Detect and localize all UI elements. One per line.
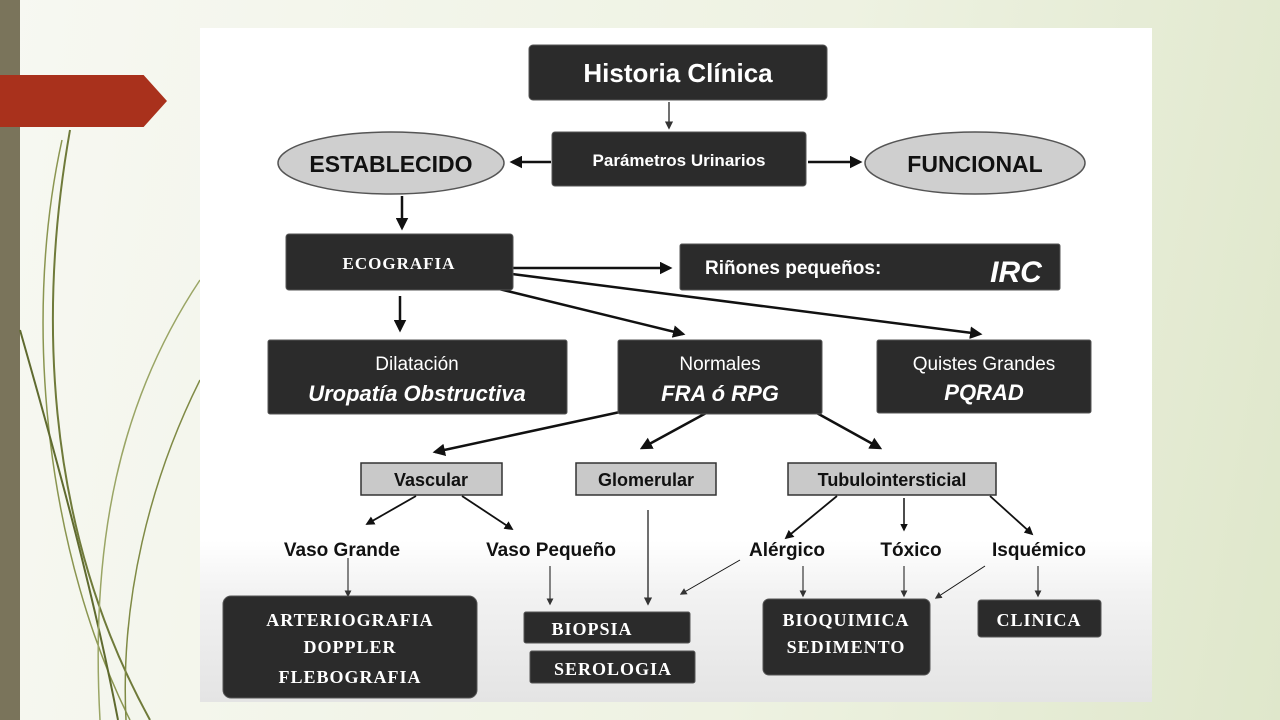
- node-historia-clinica: Historia Clínica: [528, 44, 828, 101]
- svg-text:Parámetros Urinarios: Parámetros Urinarios: [593, 151, 766, 170]
- node-bioquimica-sedimento: BIOQUIMICA SEDIMENTO: [762, 598, 931, 676]
- svg-text:FLEBOGRAFIA: FLEBOGRAFIA: [278, 667, 421, 687]
- node-glomerular: Glomerular: [575, 462, 717, 496]
- svg-text:Riñones pequeños:: Riñones pequeños:: [705, 258, 881, 279]
- svg-text:PQRAD: PQRAD: [944, 380, 1024, 405]
- label-toxico: Tóxico: [880, 540, 941, 561]
- node-tubulointersticial: Tubulointersticial: [787, 462, 997, 496]
- node-vascular: Vascular: [360, 462, 503, 496]
- label-vaso-pequeno: Vaso Pequeño: [486, 540, 616, 561]
- node-clinica: CLINICA: [977, 599, 1102, 638]
- svg-text:IRC: IRC: [990, 256, 1043, 289]
- svg-text:BIOPSIA: BIOPSIA: [551, 619, 632, 639]
- node-biopsia: BIOPSIA: [523, 611, 691, 644]
- svg-text:FRA ó RPG: FRA ó RPG: [661, 381, 779, 406]
- svg-text:ARTERIOGRAFIA: ARTERIOGRAFIA: [266, 610, 433, 630]
- label-vaso-grande: Vaso Grande: [284, 540, 400, 561]
- flowchart: Historia Clínica Parámetros Urinarios ES…: [222, 44, 1102, 699]
- node-ecografia: ECOGRAFIA: [285, 233, 514, 291]
- svg-text:Quistes Grandes: Quistes Grandes: [913, 354, 1056, 375]
- svg-text:FUNCIONAL: FUNCIONAL: [907, 151, 1042, 177]
- node-funcional: FUNCIONAL: [864, 131, 1086, 195]
- title-tab-marker: [0, 75, 167, 127]
- svg-text:Historia Clínica: Historia Clínica: [583, 58, 773, 88]
- node-quistes-grandes: Quistes Grandes PQRAD: [876, 339, 1092, 414]
- svg-text:SEROLOGIA: SEROLOGIA: [554, 659, 672, 679]
- node-rinones-pequenos: Riñones pequeños: IRC: [679, 243, 1061, 291]
- connectors: [344, 102, 1042, 606]
- node-serologia: SEROLOGIA: [529, 650, 696, 684]
- svg-text:Uropatía Obstructiva: Uropatía Obstructiva: [308, 381, 526, 406]
- svg-text:CLINICA: CLINICA: [996, 610, 1081, 630]
- svg-text:Glomerular: Glomerular: [598, 470, 694, 490]
- node-normales: Normales FRA ó RPG: [617, 339, 823, 415]
- svg-text:ECOGRAFIA: ECOGRAFIA: [343, 254, 456, 273]
- svg-text:Normales: Normales: [679, 354, 760, 375]
- side-bar: [0, 0, 20, 720]
- node-establecido: ESTABLECIDO: [277, 131, 505, 195]
- svg-text:Dilatación: Dilatación: [375, 354, 458, 375]
- svg-text:ESTABLECIDO: ESTABLECIDO: [309, 151, 472, 177]
- svg-text:SEDIMENTO: SEDIMENTO: [787, 637, 906, 657]
- node-dilatacion: Dilatación Uropatía Obstructiva: [267, 339, 568, 415]
- svg-text:Tubulointersticial: Tubulointersticial: [818, 470, 967, 490]
- svg-text:BIOQUIMICA: BIOQUIMICA: [782, 610, 909, 630]
- diagram-slide: Historia Clínica Parámetros Urinarios ES…: [200, 28, 1152, 702]
- decorative-swooshes: [19, 129, 201, 720]
- svg-text:DOPPLER: DOPPLER: [303, 637, 396, 657]
- node-arteriografia-doppler-flebografia: ARTERIOGRAFIA DOPPLER FLEBOGRAFIA: [222, 595, 478, 699]
- svg-text:Vascular: Vascular: [394, 470, 468, 490]
- label-isquemico: Isquémico: [992, 540, 1086, 561]
- label-alergico: Alérgico: [749, 540, 825, 561]
- node-parametros-urinarios: Parámetros Urinarios: [551, 131, 807, 187]
